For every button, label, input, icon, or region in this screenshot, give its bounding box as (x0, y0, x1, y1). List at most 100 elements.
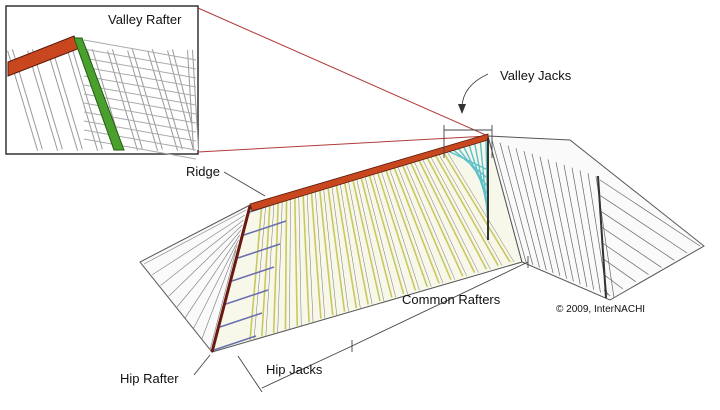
common-rafter-edge (372, 171, 408, 294)
common-rafter-edge (355, 175, 385, 302)
common-rafter (351, 175, 381, 302)
common-rafter (272, 197, 280, 333)
common-rafter (416, 156, 476, 273)
inset-rafter-face (28, 49, 62, 151)
common-rafter (302, 190, 310, 323)
hip-end-rafter (184, 234, 241, 318)
common-rafter (367, 171, 405, 295)
callout-line-top (197, 7, 489, 137)
common-rafter (441, 149, 511, 263)
cross-wing-plane (487, 135, 705, 301)
hip-end-rafter (201, 244, 238, 340)
valley-jack (479, 141, 489, 222)
valley-jacks-label: Valley Jacks (500, 68, 572, 83)
callout-line-bottom (197, 135, 489, 153)
common-rafter (293, 192, 299, 326)
inset-rafter-face (168, 49, 198, 151)
common-rafter-edge (298, 192, 302, 326)
common-rafter (343, 178, 369, 305)
wing-jack (599, 179, 701, 247)
common-rafter-edge (314, 187, 326, 319)
roof-faces (139, 135, 705, 354)
wing-jack (601, 226, 662, 268)
common-rafter (408, 159, 464, 277)
inset-rafter-face (148, 49, 182, 151)
common-rafter-edge (445, 149, 515, 263)
hip-end-rafter (143, 209, 247, 265)
common-rafter-edge (380, 168, 420, 291)
common-rafters-label: Common Rafters (402, 292, 501, 307)
inset-rafter-face (48, 49, 82, 151)
inset-sheathing (83, 84, 197, 106)
leader-lines (193, 73, 529, 393)
inset-sheathing (83, 66, 197, 88)
valley-jack (456, 146, 489, 188)
inset-sheathing (83, 48, 197, 70)
wing-jack (600, 211, 675, 261)
common-rafter (310, 187, 322, 319)
common-rafter-edge (277, 197, 283, 333)
wing-rafter (491, 139, 527, 263)
common-rafter-edge (323, 185, 337, 316)
wing-jack (602, 242, 649, 275)
common-rafter-edge (437, 152, 503, 266)
common-rafter (433, 151, 499, 266)
inset-rafter-face (188, 49, 198, 151)
wing-rafter (499, 142, 534, 265)
inset-sheathing (83, 129, 197, 151)
common-rafter (359, 173, 393, 298)
ridge-label: Ridge (186, 164, 220, 179)
valley-rafter-inset (5, 5, 199, 160)
wing-jack (602, 258, 636, 283)
inset-rafter-face (68, 49, 102, 151)
wing-rafter (547, 159, 574, 282)
common-rafter-edge (289, 194, 291, 330)
common-rafter (424, 154, 488, 270)
wing-rafter (579, 170, 601, 293)
wing-rafter (555, 162, 581, 285)
hip-end-rafter (193, 239, 239, 329)
copyright-text: © 2009, InterNACHI (556, 304, 646, 315)
wing-rafter (531, 153, 561, 276)
hip-jack (243, 220, 287, 236)
hip-rafter (210, 205, 252, 353)
common-rafter (261, 199, 271, 337)
hip-jack (219, 312, 263, 328)
hip-jack (231, 266, 275, 282)
common-rafter (375, 168, 417, 291)
common-rafter (326, 182, 346, 312)
hip-end-rafter (209, 249, 237, 351)
common-rafter-edge (388, 166, 432, 287)
inset-sheathing (83, 120, 197, 142)
wing-rafter (539, 156, 567, 279)
common-rafter-edge (404, 161, 456, 280)
inset-sheathing (83, 57, 197, 79)
inset-sheathing (83, 75, 197, 97)
common-rafter (284, 194, 288, 330)
hip-rafter-label: Hip Rafter (120, 371, 179, 386)
hip-end-rafter (168, 224, 243, 297)
common-rafter-edge (429, 154, 491, 270)
common-rafter-edge (339, 180, 361, 309)
common-rafter-edge (306, 190, 314, 323)
hip-end-rafter (160, 219, 244, 286)
wing-rafter (563, 164, 588, 287)
common-rafter-edge (363, 173, 397, 298)
right-hip-rafter (597, 175, 607, 299)
inset-valley-rafter (73, 37, 125, 151)
wing-jack (603, 274, 624, 290)
wing-rafter (523, 150, 554, 274)
common-rafter-edge (396, 164, 444, 284)
hip-jack (237, 243, 281, 259)
valley-jack (462, 145, 489, 197)
valley-rafter-label: Valley Rafter (108, 12, 182, 27)
common-rafter (383, 166, 429, 288)
inset-rafter-face (108, 49, 142, 151)
wing-rafter (515, 148, 547, 271)
common-rafter (400, 161, 452, 281)
hip-end-rafter (176, 229, 242, 308)
common-rafter-edge (331, 183, 349, 312)
hip-jack (225, 289, 269, 305)
wing-rafter (507, 145, 540, 268)
